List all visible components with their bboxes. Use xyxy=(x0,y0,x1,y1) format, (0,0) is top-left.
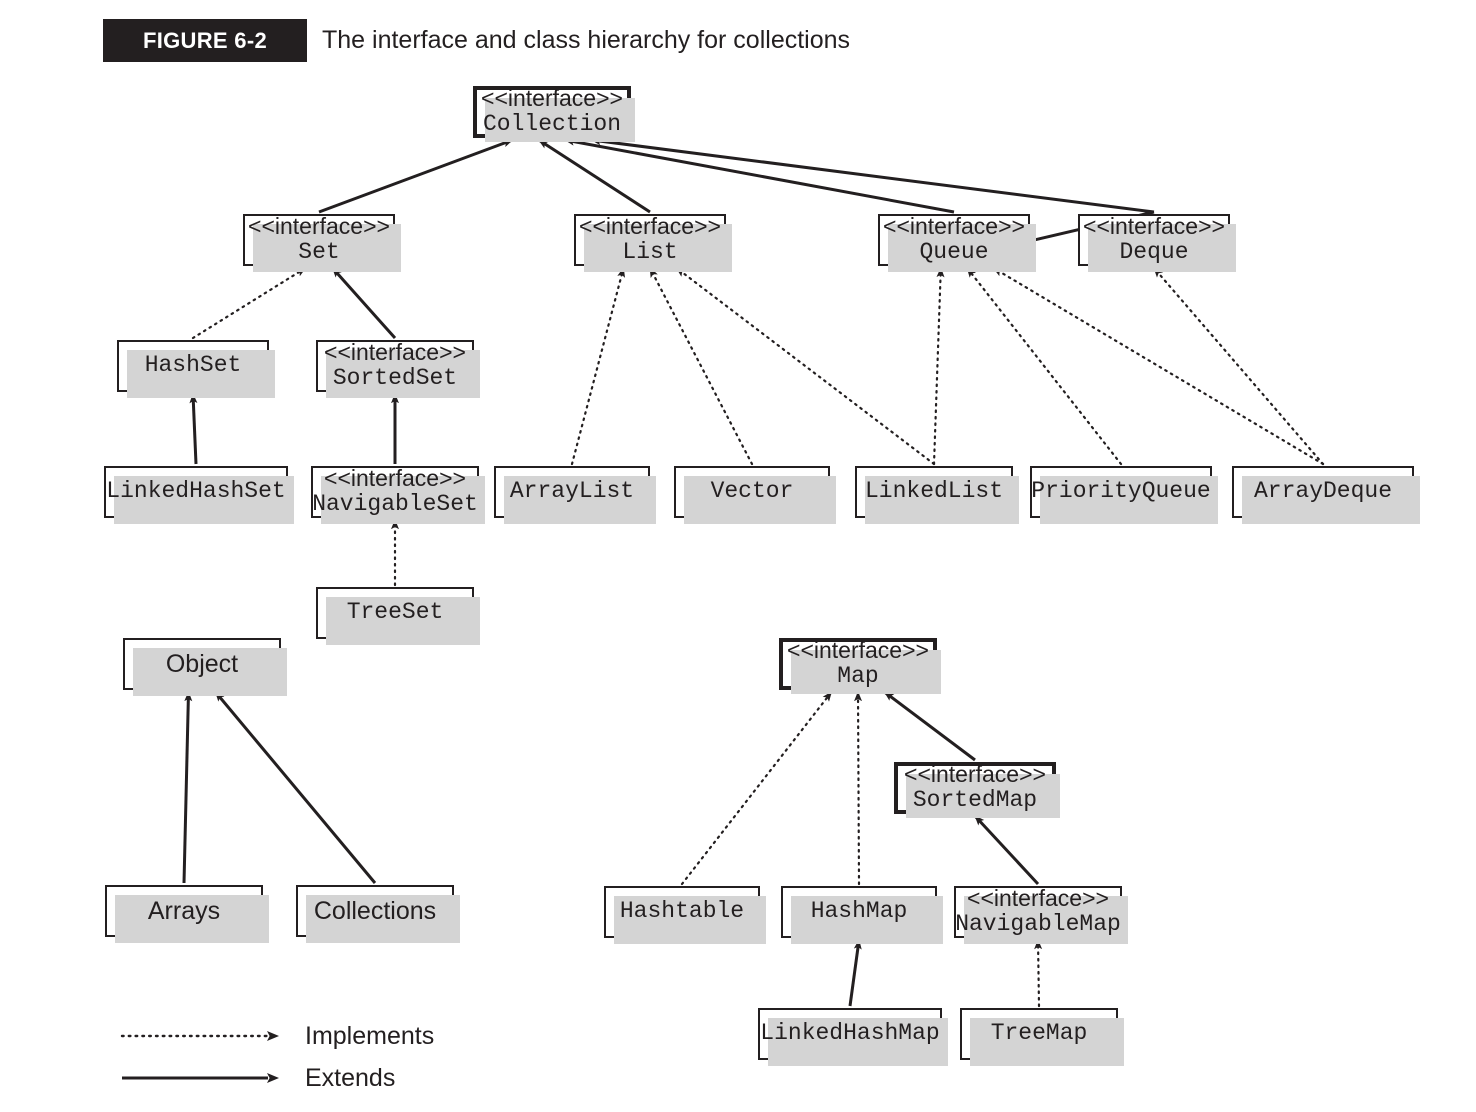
node-hashtable: Hashtable xyxy=(604,886,766,944)
node-label-collection: Collection xyxy=(482,111,622,137)
interface-stereotype: <<interface>> xyxy=(883,213,1025,240)
node-label-arrays: Arrays xyxy=(147,897,221,925)
node-collections: Collections xyxy=(296,885,460,943)
node-label-hashset: HashSet xyxy=(144,352,242,379)
edge-linkedlist-to-queue xyxy=(932,266,945,466)
interface-stereotype: <<interface>> xyxy=(904,761,1046,788)
node-linkedhashset: LinkedHashSet xyxy=(104,466,294,524)
interface-stereotype: <<interface>> xyxy=(1083,213,1225,240)
legend-extends-label: Extends xyxy=(305,1064,396,1092)
edge-collections-to-object xyxy=(214,691,377,884)
node-hashset: HashSet xyxy=(117,340,275,398)
edge-navigablemap-to-sortedmap xyxy=(973,814,1040,886)
node-label-sortedmap: SortedMap xyxy=(912,787,1038,813)
edge-hashtable-to-map xyxy=(680,690,833,886)
node-list: <<interface>>List xyxy=(574,213,732,272)
node-linkedlist: LinkedList xyxy=(855,466,1019,524)
edge-linkedlist-to-list xyxy=(675,266,936,466)
edge-deque-to-collection xyxy=(590,137,1155,214)
node-label-vector: Vector xyxy=(710,478,794,505)
node-label-collections: Collections xyxy=(313,897,437,925)
node-label-object: Object xyxy=(165,650,239,678)
interface-stereotype: <<interface>> xyxy=(481,85,623,112)
node-label-navigablemap: NavigableMap xyxy=(955,911,1121,937)
edge-priorityqueue-to-queue xyxy=(966,266,1123,466)
edge-arraydeque-to-queue xyxy=(992,266,1325,466)
figure-number-badge: FIGURE 6-2 xyxy=(103,19,307,62)
node-navigableset: <<interface>>NavigableSet xyxy=(311,465,485,524)
node-priorityqueue: PriorityQueue xyxy=(1030,466,1218,524)
edge-arrays-to-object xyxy=(182,691,193,884)
node-navigablemap: <<interface>>NavigableMap xyxy=(954,885,1128,944)
edge-hashset-to-set xyxy=(191,266,307,340)
node-label-treemap: TreeMap xyxy=(990,1020,1088,1047)
interface-stereotype: <<interface>> xyxy=(324,339,466,366)
edge-sortedmap-to-map xyxy=(883,690,976,762)
node-label-list: List xyxy=(622,239,678,265)
node-treeset: TreeSet xyxy=(316,587,480,645)
node-label-deque: Deque xyxy=(1119,239,1189,265)
node-label-hashmap: HashMap xyxy=(810,898,908,925)
legend: Implements Extends xyxy=(120,1010,480,1106)
edge-vector-to-list xyxy=(648,266,754,466)
interface-stereotype: <<interface>> xyxy=(248,213,390,240)
node-label-set: Set xyxy=(298,239,340,265)
node-object: Object xyxy=(123,638,287,696)
node-label-hashtable: Hashtable xyxy=(619,898,745,925)
node-label-linkedhashmap: LinkedHashMap xyxy=(760,1020,940,1047)
edge-hashmap-to-map xyxy=(854,690,863,886)
interface-stereotype: <<interface>> xyxy=(579,213,721,240)
edge-sortedset-to-set xyxy=(331,267,397,339)
interface-stereotype: <<interface>> xyxy=(967,885,1109,912)
node-collection: <<interface>>Collection xyxy=(473,85,635,142)
edge-queue-to-collection xyxy=(564,137,955,214)
node-treemap: TreeMap xyxy=(960,1008,1124,1066)
legend-implements-label: Implements xyxy=(305,1022,435,1050)
node-arraydeque: ArrayDeque xyxy=(1232,466,1420,524)
edge-linkedhashmap-to-hashmap xyxy=(848,939,862,1007)
figure-caption: The interface and class hierarchy for co… xyxy=(322,26,851,54)
node-arraylist: ArrayList xyxy=(494,466,656,524)
edge-treemap-to-navigablemap xyxy=(1034,938,1043,1008)
legend-lines xyxy=(120,1031,279,1083)
node-label-arraylist: ArrayList xyxy=(509,478,635,505)
node-vector: Vector xyxy=(674,466,836,524)
edge-set-to-collection xyxy=(318,138,514,214)
node-label-navigableset: NavigableSet xyxy=(312,491,478,517)
node-label-map: Map xyxy=(837,663,879,689)
node-arrays: Arrays xyxy=(105,885,269,943)
node-linkedhashmap: LinkedHashMap xyxy=(758,1008,948,1066)
edge-arraydeque-to-deque xyxy=(1152,266,1325,466)
figure-header: FIGURE 6-2 The interface and class hiera… xyxy=(0,0,1476,76)
node-label-priorityqueue: PriorityQueue xyxy=(1031,478,1211,505)
edge-list-to-collection xyxy=(538,138,651,214)
edge-linkedhashset-to-hashset xyxy=(189,393,198,465)
node-label-sortedset: SortedSet xyxy=(332,365,458,391)
node-hashmap: HashMap xyxy=(781,886,943,944)
node-sortedmap: <<interface>>SortedMap xyxy=(894,761,1060,818)
node-map: <<interface>>Map xyxy=(779,637,941,694)
node-label-treeset: TreeSet xyxy=(346,599,444,626)
node-label-arraydeque: ArrayDeque xyxy=(1253,478,1393,505)
node-label-linkedhashset: LinkedHashSet xyxy=(106,478,286,505)
node-queue: <<interface>>Queue xyxy=(878,213,1036,272)
interface-stereotype: <<interface>> xyxy=(324,465,466,492)
node-label-queue: Queue xyxy=(919,239,989,265)
edge-arraylist-to-list xyxy=(570,266,626,466)
interface-stereotype: <<interface>> xyxy=(787,637,929,664)
node-sortedset: <<interface>>SortedSet xyxy=(316,339,480,398)
node-label-linkedlist: LinkedList xyxy=(864,478,1004,505)
node-set: <<interface>>Set xyxy=(243,213,401,272)
node-deque: <<interface>>Deque xyxy=(1078,213,1236,272)
